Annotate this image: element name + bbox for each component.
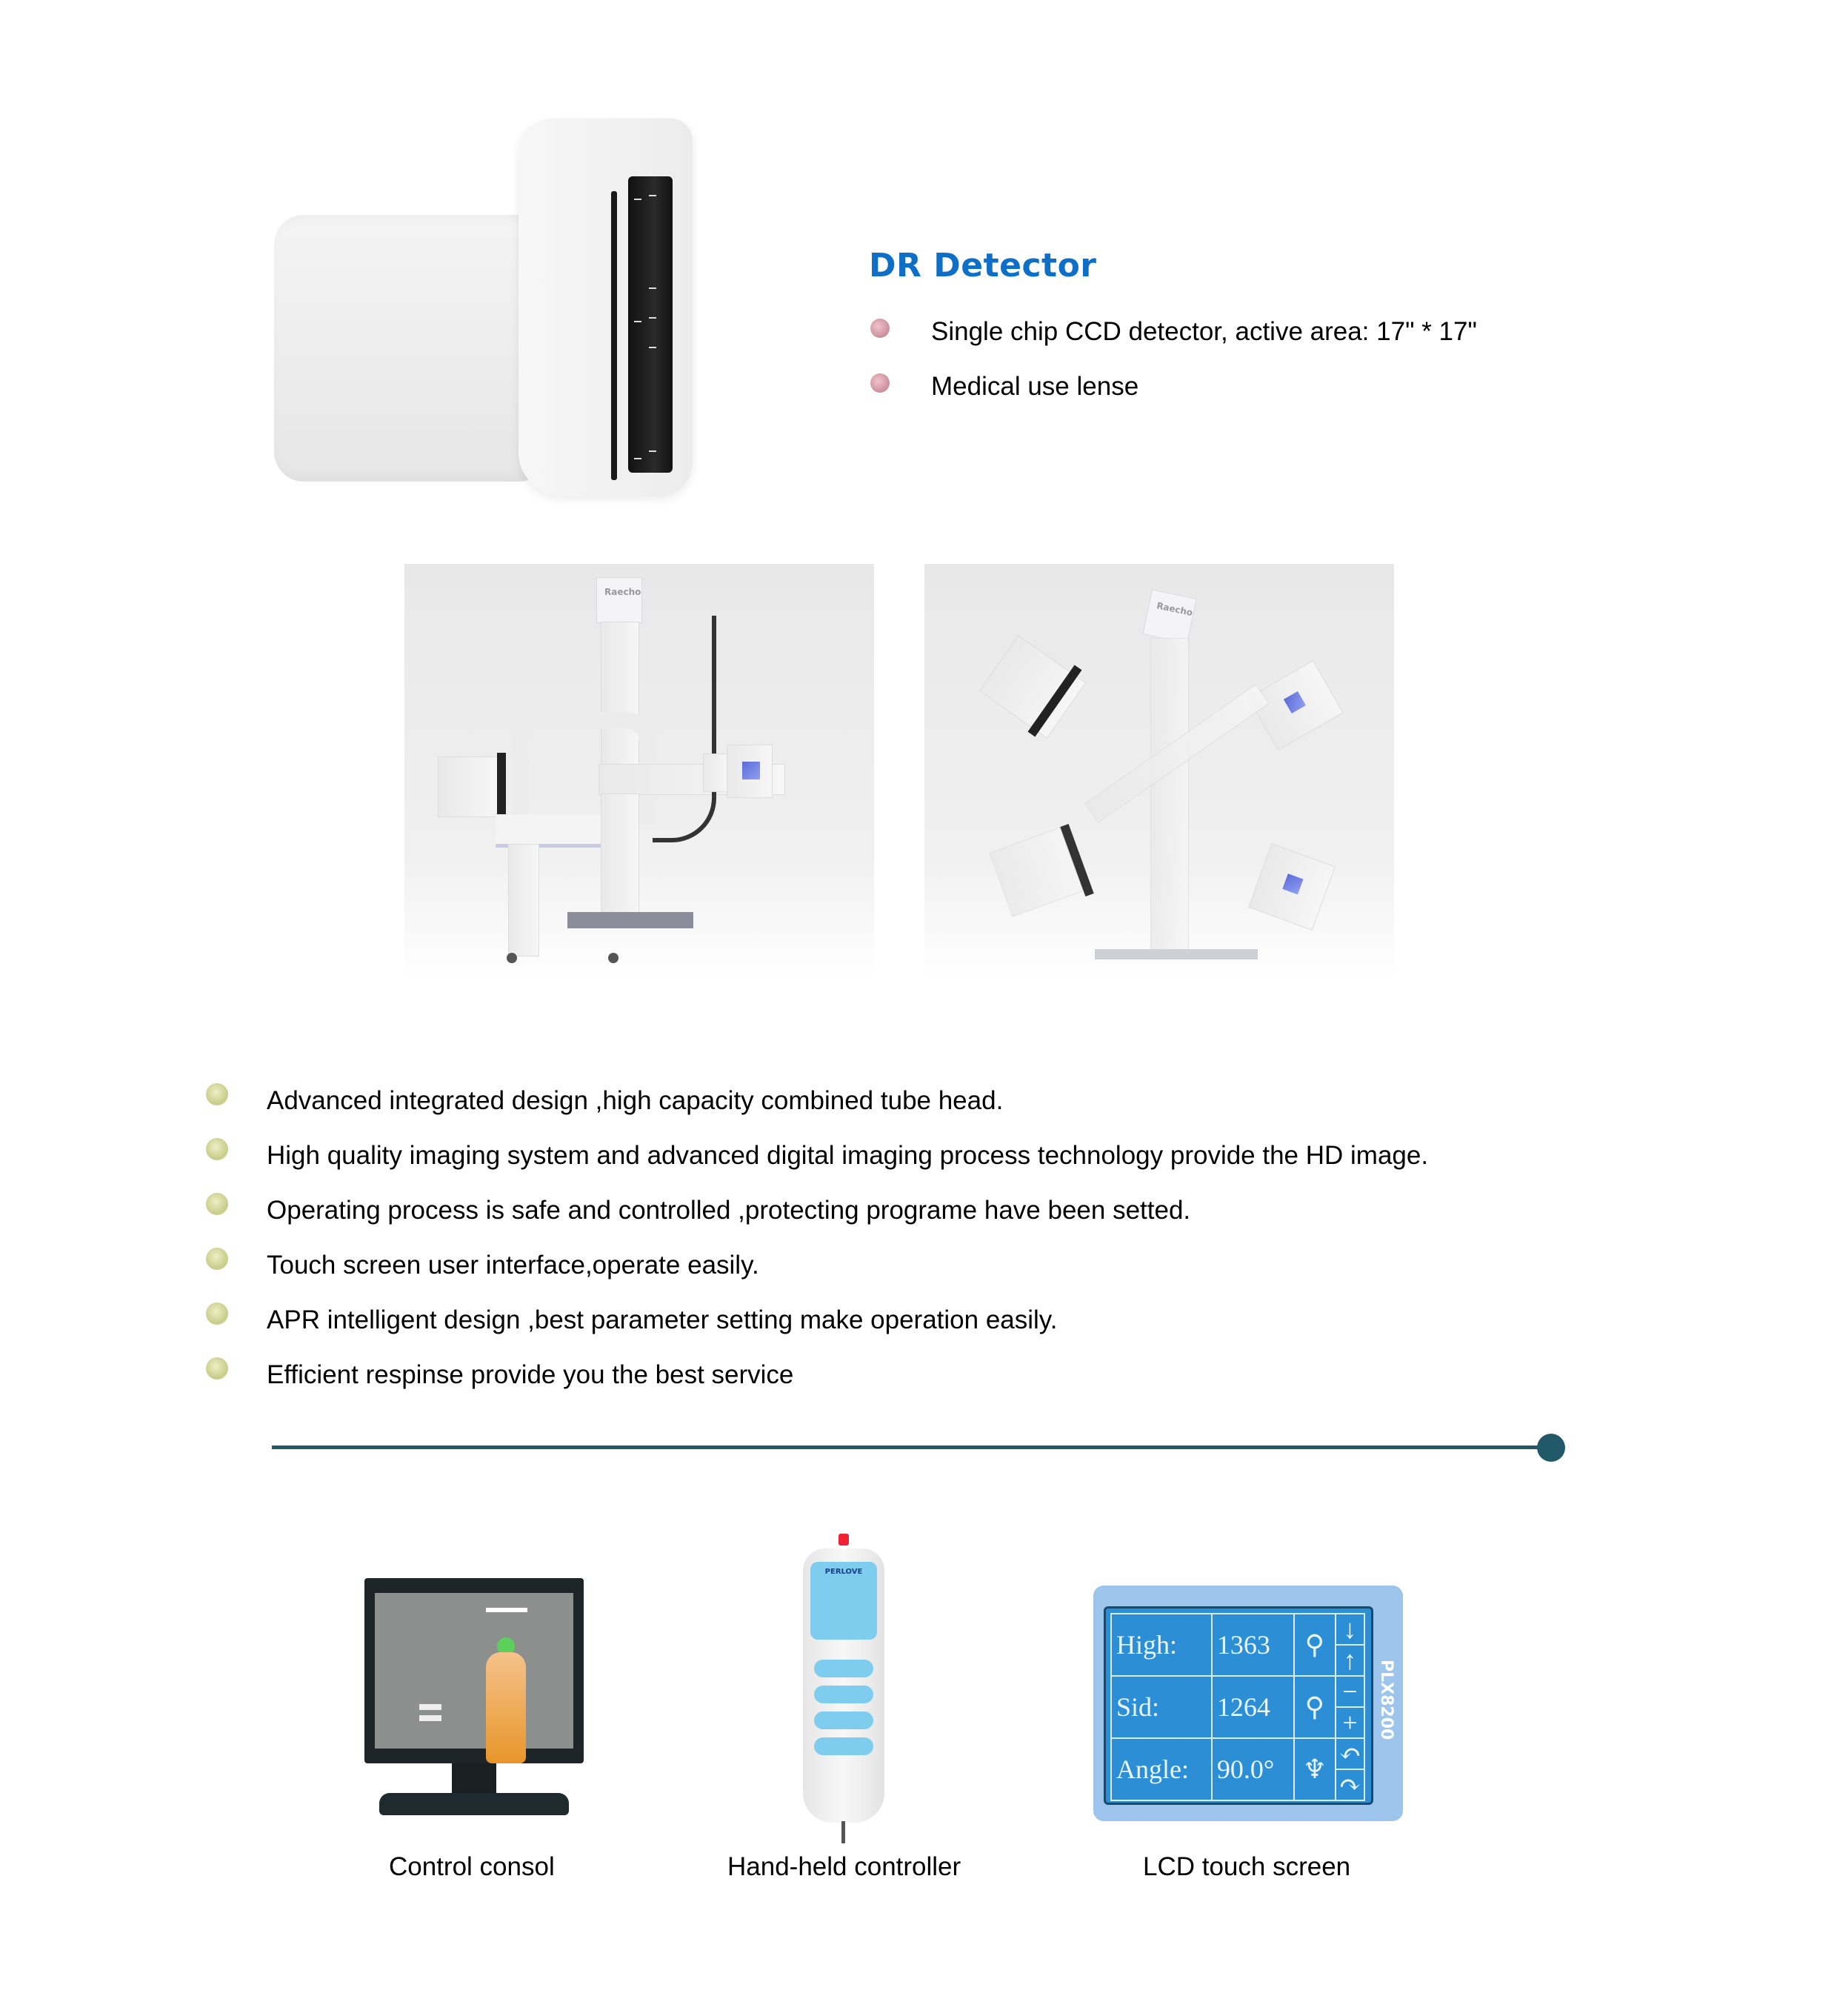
- panel-mark: [649, 317, 656, 319]
- caption-lcd-touch-screen: LCD touch screen: [1143, 1852, 1351, 1881]
- lcd-control: ↶: [1334, 1737, 1366, 1770]
- c-arm: [512, 712, 656, 825]
- green-sphere-bullet-icon: [206, 1303, 228, 1325]
- caption-control-console: Control consol: [389, 1852, 555, 1881]
- floor-plate: [1095, 949, 1258, 959]
- floor-plate: [567, 912, 693, 928]
- column-top: Raecho: [596, 577, 642, 623]
- lcd-control: ↓: [1334, 1613, 1366, 1646]
- lcd-control: ↷: [1334, 1769, 1366, 1801]
- controller-button-row: [814, 1737, 873, 1755]
- tube-display: [742, 762, 760, 779]
- controller-cable: [841, 1821, 845, 1843]
- height-icon: ⚲: [1293, 1613, 1336, 1677]
- lcd-row: Sid: 1264 ⚲ −: [1110, 1675, 1366, 1739]
- lcd-value: 90.0°: [1210, 1737, 1295, 1801]
- body-diagram-icon: [486, 1652, 526, 1763]
- feature-item: Touch screen user interface,operate easi…: [267, 1251, 759, 1280]
- caption-handheld-controller: Hand-held controller: [727, 1852, 961, 1881]
- green-sphere-bullet-icon: [206, 1248, 228, 1270]
- lcd-label: High:: [1110, 1613, 1213, 1677]
- panel-mark: [634, 458, 641, 459]
- table: [496, 814, 603, 848]
- feature-item: APR intelligent design ,best parameter s…: [267, 1305, 1058, 1334]
- panel-mark: [649, 287, 656, 289]
- detector-housing: [274, 215, 548, 482]
- controller-button-row: [814, 1660, 873, 1677]
- indicator-led: [839, 1534, 849, 1546]
- collimator: [703, 753, 728, 792]
- dr-detector-image: [274, 119, 696, 504]
- cable: [653, 616, 716, 842]
- screen-field: [419, 1704, 441, 1710]
- brand-label: Raecho: [1156, 600, 1194, 619]
- feature-item: Advanced integrated design ,high capacit…: [267, 1086, 1004, 1115]
- tube-position-2: [1248, 843, 1336, 931]
- section-divider: [272, 1446, 1543, 1449]
- detector-slot: [611, 191, 617, 480]
- handheld-controller-image: PERLOVE: [803, 1534, 884, 1843]
- detector-feature: Single chip CCD detector, active area: 1…: [931, 317, 1477, 346]
- panel-mark: [634, 199, 641, 200]
- section-title: DR Detector: [869, 247, 1097, 285]
- sid-icon: ⚲: [1293, 1675, 1336, 1739]
- monitor-base: [379, 1793, 569, 1815]
- lcd-control: ↑: [1334, 1644, 1366, 1677]
- monitor-screen: [375, 1593, 573, 1763]
- control-console-image: [364, 1578, 587, 1830]
- panel-mark: [634, 321, 641, 322]
- lcd-touch-screen-image: High: 1363 ⚲ ↓ ↑ Sid: 1264 ⚲ − + Angle: …: [1093, 1586, 1403, 1821]
- brand-label: Raecho: [604, 587, 641, 597]
- angle-icon: ♆: [1293, 1737, 1336, 1801]
- pink-sphere-bullet-icon: [870, 373, 890, 393]
- lcd-value: 1264: [1210, 1675, 1295, 1739]
- wheel: [608, 953, 619, 963]
- detector-feature: Medical use lense: [931, 372, 1139, 401]
- lcd-value: 1363: [1210, 1613, 1295, 1677]
- lcd-readout-table: High: 1363 ⚲ ↓ ↑ Sid: 1264 ⚲ − + Angle: …: [1110, 1613, 1366, 1801]
- lcd-display: High: 1363 ⚲ ↓ ↑ Sid: 1264 ⚲ − + Angle: …: [1104, 1606, 1373, 1805]
- controller-button-row: [814, 1711, 873, 1729]
- detector-panel: [497, 753, 506, 823]
- panel-mark: [649, 347, 656, 348]
- column: [1150, 638, 1189, 951]
- cart-leg: [508, 844, 539, 957]
- lcd-label: Sid:: [1110, 1675, 1213, 1739]
- panel-mark: [649, 195, 656, 196]
- green-sphere-bullet-icon: [206, 1357, 228, 1380]
- divider-end-dot-icon: [1537, 1434, 1565, 1462]
- detector-unit: [438, 756, 499, 817]
- lcd-row: High: 1363 ⚲ ↓: [1110, 1613, 1366, 1677]
- rotation-range-photo: Raecho: [924, 564, 1394, 979]
- lcd-control: +: [1334, 1706, 1366, 1739]
- tube-display: [1282, 874, 1304, 895]
- screen-field: [419, 1715, 441, 1721]
- pink-sphere-bullet-icon: [870, 319, 890, 338]
- panel-mark: [649, 450, 656, 452]
- feature-item: Efficient respinse provide you the best …: [267, 1360, 794, 1389]
- lcd-model-label: PLX8200: [1377, 1660, 1396, 1740]
- controller-screen: PERLOVE: [810, 1562, 877, 1640]
- controller-brand: PERLOVE: [824, 1568, 863, 1576]
- green-sphere-bullet-icon: [206, 1083, 228, 1105]
- green-sphere-bullet-icon: [206, 1138, 228, 1160]
- column-top: Raecho: [1142, 589, 1197, 644]
- lcd-control: −: [1334, 1675, 1366, 1708]
- screen-bar: [486, 1608, 527, 1612]
- detector-panel: [628, 176, 673, 473]
- feature-item: Operating process is safe and controlled…: [267, 1196, 1191, 1225]
- wheel: [507, 953, 517, 963]
- green-sphere-bullet-icon: [206, 1193, 228, 1215]
- column: [601, 622, 639, 786]
- column-base: [601, 794, 639, 917]
- lcd-label: Angle:: [1110, 1737, 1213, 1801]
- lcd-row: Angle: 90.0° ♆ ↶: [1110, 1737, 1366, 1801]
- tube-head: [727, 745, 773, 798]
- controller-button-row: [814, 1686, 873, 1703]
- feature-item: High quality imaging system and advanced…: [267, 1141, 1429, 1170]
- tube-display: [1283, 691, 1306, 714]
- dr-system-photo: Raecho: [404, 564, 874, 979]
